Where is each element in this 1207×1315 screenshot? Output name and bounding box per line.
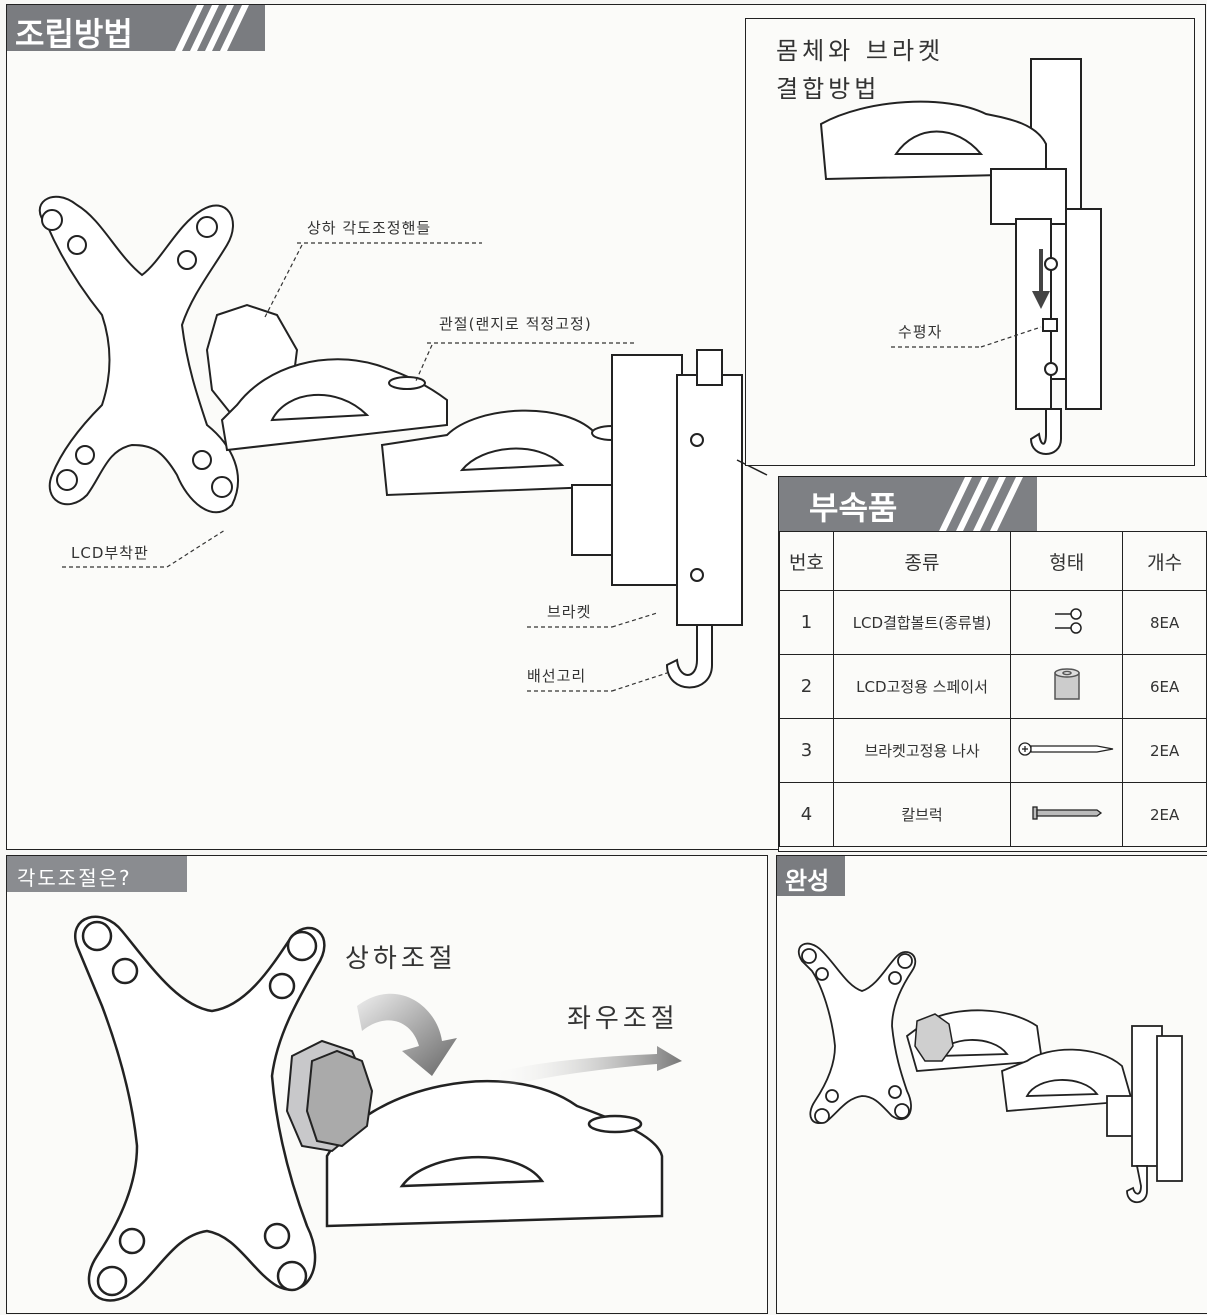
row-number: 1 [779, 590, 834, 655]
cable-hook-shape [665, 624, 713, 689]
angle-illustration [74, 915, 682, 1302]
header-number: 번호 [779, 531, 834, 591]
bolt-icon [1010, 590, 1124, 655]
bracket-title-line1: 몸체와 브라켓 [776, 37, 945, 65]
header-type: 종류 [832, 531, 1012, 591]
table-row: 3 브라켓고정용 나사 2EA [779, 718, 1207, 783]
bracket-detail-illustration [819, 58, 1102, 455]
angle-panel: 각도조절은? 상하조절 좌우조절 [6, 855, 768, 1314]
parts-table-header: 번호 종류 형태 개수 [779, 531, 1207, 591]
row-quantity: 6EA [1122, 654, 1207, 719]
row-name: LCD고정용 스페이서 [832, 654, 1012, 719]
stripes-decoration [175, 5, 249, 51]
bracket-inset-panel: 몸체와 브라켓 결합방법 수평자 [745, 18, 1195, 466]
spacer-icon [1010, 654, 1124, 719]
bracket-title-line2: 결합방법 [776, 75, 881, 103]
wall-bracket-shape [611, 354, 683, 586]
parts-table: 번호 종류 형태 개수 1 LCD결합볼트(종류별) 8EA 2 LCD고정용 … [779, 531, 1207, 847]
complete-title: 완성 [785, 867, 830, 895]
wall-anchor-icon [1010, 782, 1124, 847]
swivel-arrow-icon [487, 1046, 682, 1086]
table-row: 1 LCD결합볼트(종류별) 8EA [779, 590, 1207, 655]
assembly-title: 조립방법 [15, 15, 133, 53]
table-row: 2 LCD고정용 스페이서 6EA [779, 654, 1207, 719]
angle-title: 각도조절은? [17, 866, 132, 890]
tilt-arrow-icon [357, 993, 457, 1076]
table-row: 4 칼브럭 2EA [779, 782, 1207, 847]
row-name: LCD결합볼트(종류별) [832, 590, 1012, 655]
row-number: 3 [779, 718, 834, 783]
complete-illustration [797, 942, 1183, 1204]
header-shape: 형태 [1010, 531, 1124, 591]
label-joint: 관절(랜지로 적정고정) [439, 315, 592, 333]
row-number: 4 [779, 782, 834, 847]
label-level: 수평자 [898, 323, 943, 341]
row-name: 칼브럭 [832, 782, 1012, 847]
header-quantity: 개수 [1122, 531, 1207, 591]
complete-panel: 완성 [776, 855, 1207, 1314]
row-quantity: 2EA [1122, 718, 1207, 783]
screw-icon [1010, 718, 1124, 783]
row-quantity: 8EA [1122, 590, 1207, 655]
lcd-plate-large-shape [74, 915, 326, 1302]
angle-title-tab: 각도조절은? [7, 856, 187, 892]
lcd-plate-shape [38, 195, 239, 514]
label-bracket: 브라켓 [547, 603, 592, 621]
label-lcd-plate: LCD부착판 [71, 544, 149, 562]
parts-title: 부속품 [809, 489, 898, 527]
swivel-label: 좌우조절 [567, 1004, 679, 1034]
complete-title-tab: 완성 [777, 856, 845, 896]
label-tilt-handle: 상하 각도조정핸들 [307, 219, 432, 237]
row-name: 브라켓고정용 나사 [832, 718, 1012, 783]
row-quantity: 2EA [1122, 782, 1207, 847]
parts-panel: 부속품 번호 종류 형태 개수 1 LCD결합볼트(종류별) [778, 476, 1207, 852]
assembly-title-tab: 조립방법 [7, 5, 265, 53]
tilt-label: 상하조절 [345, 944, 457, 974]
arm-large-shape [325, 1079, 664, 1228]
row-number: 2 [779, 654, 834, 719]
label-cable-hook: 배선고리 [527, 667, 587, 685]
assembly-illustration [38, 195, 768, 692]
stripes-decoration [939, 477, 1023, 531]
parts-title-tab: 부속품 [779, 477, 1037, 531]
